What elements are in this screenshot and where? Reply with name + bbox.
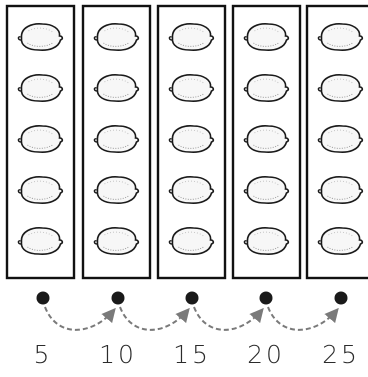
jump-arrow [45,307,114,330]
lemon-icon [94,177,138,203]
count-label: 25 [311,340,368,370]
group-column [233,6,300,278]
lemon-icon [18,75,62,101]
dot-icon [260,292,273,305]
lemon-icon [244,75,288,101]
count-label: 5 [13,340,73,370]
lemon-icon [318,228,362,254]
dot-icon [37,292,50,305]
lemon-icon [169,228,213,254]
group-column [158,6,225,278]
lemon-icon [244,126,288,152]
lemon-icon [18,177,62,203]
lemon-icon [169,126,213,152]
lemon-icon [18,24,62,50]
lemon-icon [94,126,138,152]
lemon-icon [318,75,362,101]
lemon-icon [318,126,362,152]
lemon-icon [318,177,362,203]
dot-icon [335,292,348,305]
lemon-icon [18,228,62,254]
jump-arrow [194,307,262,330]
lemon-icon [94,75,138,101]
count-label: 10 [88,340,148,370]
lemon-icon [94,24,138,50]
lemon-icon [244,177,288,203]
lemon-icon [169,75,213,101]
lemon-icon [94,228,138,254]
lemon-icon [244,24,288,50]
count-label: 20 [236,340,296,370]
lemon-icon [318,24,362,50]
group-column [83,6,150,278]
dot-icon [112,292,125,305]
jump-arrow [268,307,337,330]
lemon-icon [244,228,288,254]
lemon-icon [18,126,62,152]
group-column [7,6,74,278]
lemon-icon [169,177,213,203]
count-label: 15 [162,340,222,370]
jump-arrow [120,307,188,330]
group-column [307,6,368,278]
lemon-icon [169,24,213,50]
dot-icon [186,292,199,305]
